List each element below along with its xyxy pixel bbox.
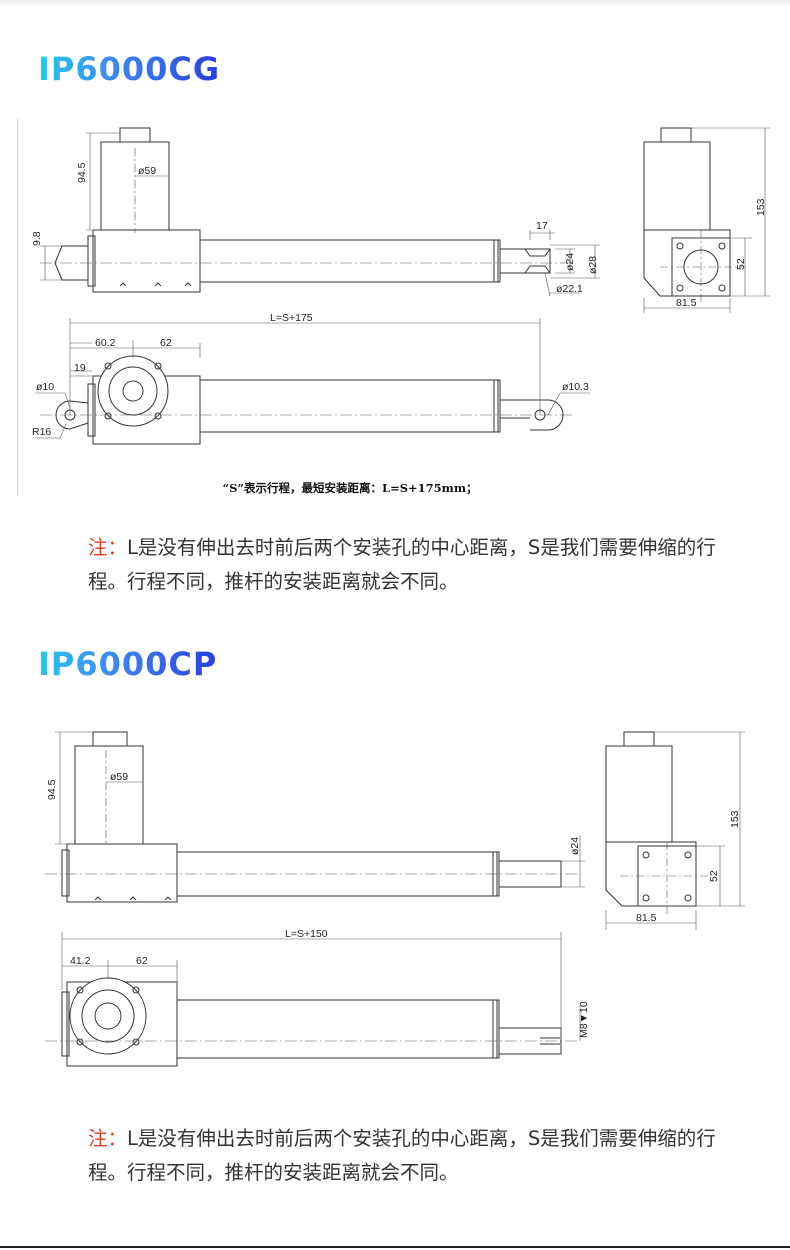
svg-text:60.2: 60.2 [95, 337, 116, 349]
svg-text:ø59: ø59 [138, 165, 156, 177]
svg-text:R16: R16 [32, 426, 51, 438]
svg-text:9.8: 9.8 [31, 231, 43, 246]
drawing-cg: 94.5 ø59 9.8 17 ø24 ø28 ø22.1 153 52 81.… [31, 127, 770, 445]
drawing-caption: “S”表示行程，最短安装距离：L=S+175mm； [222, 481, 478, 495]
svg-text:52: 52 [708, 870, 720, 882]
svg-text:L=S+175: L=S+175 [270, 312, 313, 324]
svg-text:ø59: ø59 [110, 771, 128, 783]
svg-text:17: 17 [536, 220, 548, 232]
section-title-cg: IP6000CG [38, 50, 221, 88]
svg-text:153: 153 [755, 198, 767, 216]
svg-text:153: 153 [729, 810, 741, 828]
note-label: 注： [88, 536, 128, 559]
svg-text:94.5: 94.5 [46, 779, 58, 800]
drawing-cp: 94.5 ø59 ø24 153 52 81.5 L [45, 731, 745, 1067]
bottom-divider [0, 1246, 790, 1248]
svg-text:ø28: ø28 [587, 256, 599, 274]
note-label: 注： [88, 1127, 128, 1150]
note-text: L是没有伸出去时前后两个安装孔的中心距离，S是我们需要伸缩的行程。行程不同，推杆… [88, 1127, 716, 1184]
svg-text:L=S+150: L=S+150 [285, 928, 328, 940]
svg-text:62: 62 [160, 337, 172, 349]
svg-text:81.5: 81.5 [636, 912, 657, 924]
svg-text:19: 19 [74, 362, 86, 374]
svg-text:ø22.1: ø22.1 [556, 283, 583, 295]
svg-text:81.5: 81.5 [676, 297, 697, 309]
svg-text:M8▼10: M8▼10 [578, 1001, 590, 1038]
svg-text:ø10: ø10 [36, 381, 54, 393]
top-shade [0, 0, 790, 6]
svg-text:ø24: ø24 [564, 253, 576, 271]
svg-text:52: 52 [735, 258, 747, 270]
svg-text:94.5: 94.5 [76, 162, 88, 183]
svg-text:ø24: ø24 [569, 837, 581, 855]
divider [17, 118, 18, 496]
svg-text:ø10.3: ø10.3 [562, 381, 589, 393]
note-text: L是没有伸出去时前后两个安装孔的中心距离，S是我们需要伸缩的行程。行程不同，推杆… [88, 536, 716, 593]
note-cp: 注：L是没有伸出去时前后两个安装孔的中心距离，S是我们需要伸缩的行程。行程不同，… [88, 1122, 728, 1190]
svg-text:62: 62 [136, 955, 148, 967]
note-cg: 注：L是没有伸出去时前后两个安装孔的中心距离，S是我们需要伸缩的行程。行程不同，… [88, 531, 728, 599]
svg-text:41.2: 41.2 [70, 955, 91, 967]
section-title-cp: IP6000CP [38, 645, 218, 683]
